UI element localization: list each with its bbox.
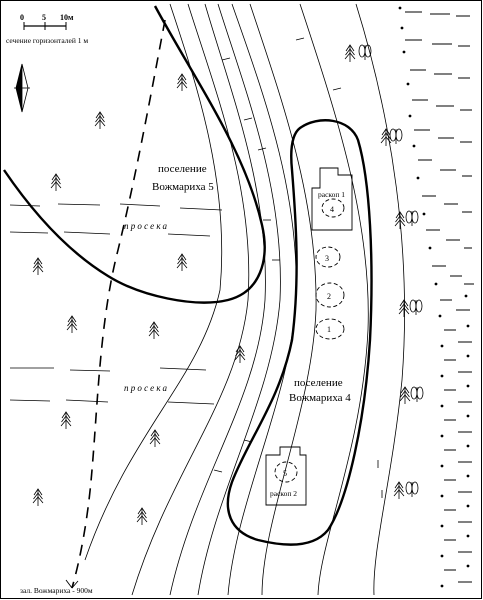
scale-bar: 0 5 10м xyxy=(20,13,74,30)
scale-tick-0: 0 xyxy=(20,13,24,22)
pit-2-outline xyxy=(315,282,345,308)
excavation-1-label: раскоп 1 xyxy=(318,190,345,199)
pit-5-outline xyxy=(274,461,298,483)
north-arrow-icon xyxy=(14,63,30,113)
deciduous-tree-icon xyxy=(358,44,424,498)
scale-tick-5: 5 xyxy=(42,13,46,22)
clearing-lines xyxy=(9,203,223,405)
excavation-2-outline xyxy=(265,446,307,506)
clearing-label-lower: просека xyxy=(124,383,169,393)
excavation-2-label: раскоп 2 xyxy=(270,489,297,498)
settlement-5-label-line2: Вожмариха 5 xyxy=(152,181,214,193)
settlement-4-label-line1: поселение xyxy=(294,377,343,389)
dwelling-pits xyxy=(274,198,345,483)
pit-4-outline xyxy=(321,198,345,218)
slope-dots xyxy=(398,6,470,588)
settlement-5-label-line1: поселение xyxy=(158,163,207,175)
scale-tick-10: 10м xyxy=(60,13,74,22)
settlement-4-boundary xyxy=(226,119,373,546)
clearing-label-upper: просека xyxy=(124,221,169,231)
pit-3-number: 3 xyxy=(325,254,329,263)
excavation-1-outline xyxy=(311,167,353,231)
settlement-4-label-line2: Вожмариха 4 xyxy=(289,392,351,404)
pit-2-number: 2 xyxy=(327,292,331,301)
settlement-5-boundary xyxy=(3,5,266,304)
slope-dashes xyxy=(405,11,474,583)
pit-5-number: 5 xyxy=(283,469,287,478)
road-to-bay xyxy=(71,19,166,589)
pit-4-number: 4 xyxy=(330,205,334,214)
slope-hachures xyxy=(213,37,383,498)
conifer-tree-icon xyxy=(32,44,411,526)
pit-1-outline xyxy=(315,318,345,340)
road-direction-arrow-icon xyxy=(65,579,79,589)
pit-1-number: 1 xyxy=(327,325,331,334)
bay-direction-label: зал. Вожмариха - 900м xyxy=(20,586,93,595)
pit-3-outline xyxy=(315,246,341,268)
contour-lines xyxy=(84,3,405,596)
contour-interval-note: сечение горизонталей 1 м xyxy=(6,36,88,45)
